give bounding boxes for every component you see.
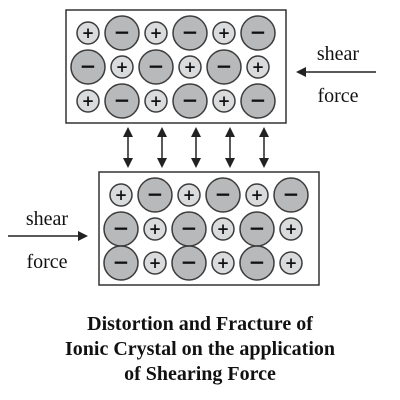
plus-sign: + xyxy=(184,58,197,76)
cation xyxy=(144,89,168,113)
plus-sign: + xyxy=(252,58,265,76)
cation xyxy=(177,183,201,207)
plus-sign: + xyxy=(150,92,163,110)
cation xyxy=(279,251,303,275)
shear-label-left-line2: force xyxy=(26,251,67,273)
minus-sign: − xyxy=(182,20,199,44)
minus-sign: − xyxy=(114,20,131,44)
anion xyxy=(273,177,309,213)
plus-sign: + xyxy=(115,186,128,204)
cation xyxy=(143,251,167,275)
anion xyxy=(172,15,208,51)
anion xyxy=(70,49,106,85)
cation xyxy=(246,55,270,79)
cation xyxy=(143,217,167,241)
shear-label-right-line1: shear xyxy=(317,43,360,65)
anion xyxy=(205,177,241,213)
plus-sign: + xyxy=(218,92,231,110)
cation xyxy=(279,217,303,241)
minus-sign: − xyxy=(148,54,165,78)
plus-sign: + xyxy=(183,186,196,204)
plus-sign: + xyxy=(149,254,162,272)
cation xyxy=(211,251,235,275)
cation xyxy=(212,21,236,45)
anion xyxy=(239,245,275,281)
plus-sign: + xyxy=(150,24,163,42)
anion xyxy=(206,49,242,85)
cation xyxy=(178,55,202,79)
anion xyxy=(137,177,173,213)
repulsion-arrows xyxy=(123,127,269,168)
caption: Distortion and Fracture of Ionic Crystal… xyxy=(0,312,400,387)
caption-line-2: Ionic Crystal on the application xyxy=(64,338,336,360)
plus-sign: + xyxy=(149,220,162,238)
bottom-ion-lattice: +−+−+−−+−+−+−+−+−+ xyxy=(103,177,309,281)
cation xyxy=(76,89,100,113)
plus-sign: + xyxy=(82,24,95,42)
anion xyxy=(172,83,208,119)
plus-sign: + xyxy=(285,254,298,272)
minus-sign: − xyxy=(147,182,164,206)
cation xyxy=(76,21,100,45)
anion xyxy=(240,15,276,51)
plus-sign: + xyxy=(251,186,264,204)
cation xyxy=(144,21,168,45)
anion xyxy=(240,83,276,119)
plus-sign: + xyxy=(217,254,230,272)
cation xyxy=(245,183,269,207)
plus-sign: + xyxy=(82,92,95,110)
minus-sign: − xyxy=(249,216,266,240)
anion xyxy=(104,83,140,119)
minus-sign: − xyxy=(114,88,131,112)
minus-sign: − xyxy=(182,88,199,112)
anion xyxy=(104,15,140,51)
plus-sign: + xyxy=(217,220,230,238)
minus-sign: − xyxy=(215,182,232,206)
cation xyxy=(110,55,134,79)
anion xyxy=(138,49,174,85)
plus-sign: + xyxy=(116,58,129,76)
plus-sign: + xyxy=(218,24,231,42)
minus-sign: − xyxy=(283,182,300,206)
caption-line-3: of Shearing Force xyxy=(124,363,276,385)
minus-sign: − xyxy=(80,54,97,78)
minus-sign: − xyxy=(216,54,233,78)
minus-sign: − xyxy=(249,250,266,274)
minus-sign: − xyxy=(181,250,198,274)
minus-sign: − xyxy=(250,88,267,112)
cation xyxy=(109,183,133,207)
minus-sign: − xyxy=(250,20,267,44)
caption-line-1: Distortion and Fracture of xyxy=(87,313,313,335)
minus-sign: − xyxy=(113,216,130,240)
plus-sign: + xyxy=(285,220,298,238)
anion xyxy=(171,245,207,281)
anion xyxy=(103,245,139,281)
shear-label-right-line2: force xyxy=(317,85,358,107)
minus-sign: − xyxy=(181,216,198,240)
minus-sign: − xyxy=(113,250,130,274)
shear-label-left-line1: shear xyxy=(26,208,69,230)
cation xyxy=(212,89,236,113)
top-ion-lattice: +−+−+−−+−+−++−+−+− xyxy=(70,15,276,119)
cation xyxy=(211,217,235,241)
